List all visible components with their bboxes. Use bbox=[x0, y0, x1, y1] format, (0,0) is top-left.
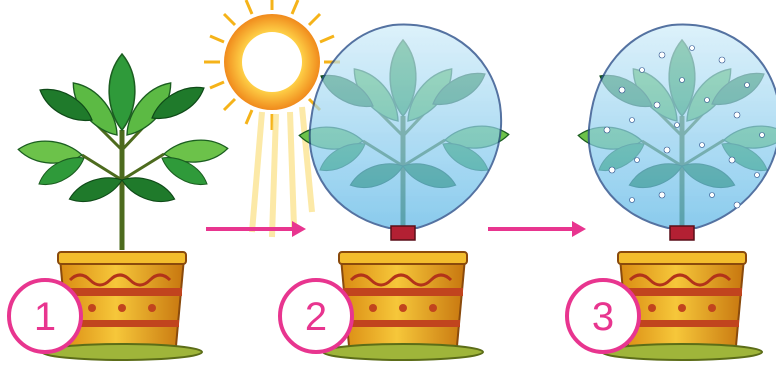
plastic-bag-with-droplets bbox=[589, 24, 776, 228]
plastic-bag bbox=[310, 24, 501, 228]
right-arrow-icon bbox=[488, 221, 586, 237]
step-number-3: 3 bbox=[567, 280, 639, 352]
svg-text:3: 3 bbox=[592, 295, 614, 339]
step-number-2: 2 bbox=[280, 280, 352, 352]
step-number-1: 1 bbox=[9, 280, 81, 352]
svg-text:1: 1 bbox=[34, 295, 56, 339]
svg-text:2: 2 bbox=[305, 295, 327, 339]
